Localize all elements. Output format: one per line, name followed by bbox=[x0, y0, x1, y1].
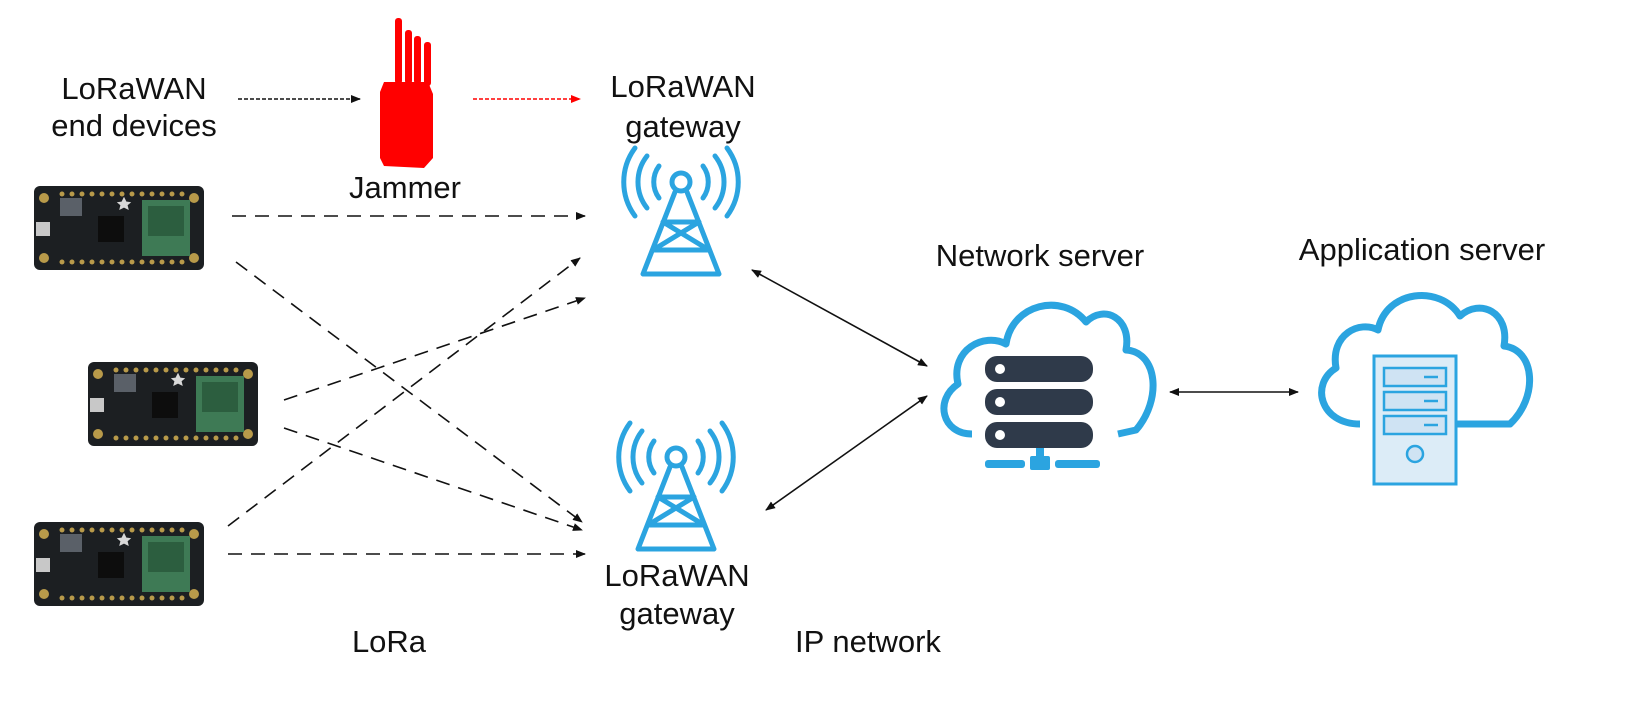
jammer-label: Jammer bbox=[349, 170, 461, 205]
cloud-app-server-icon bbox=[1318, 292, 1534, 486]
network-server-label: Network server bbox=[936, 238, 1144, 273]
ip-link-gateway-top-network-server bbox=[751, 269, 928, 367]
circuit-board-icon bbox=[34, 186, 204, 270]
lora-link-device2-gateway-top bbox=[283, 297, 586, 401]
radio-tower-icon bbox=[616, 420, 736, 552]
application-server-label: Application server bbox=[1299, 232, 1545, 267]
lora-links bbox=[227, 212, 586, 558]
gateway-bottom-label-line1: LoRaWAN bbox=[604, 558, 749, 593]
radio-tower-icon bbox=[621, 145, 741, 277]
circuit-board-icon bbox=[34, 522, 204, 606]
lora-label: LoRa bbox=[352, 624, 427, 659]
circuit-board-icon bbox=[88, 362, 258, 446]
lora-link-device2-gateway-bottom bbox=[283, 427, 583, 531]
ip-network-label: IP network bbox=[795, 624, 941, 659]
gateway-top-label-line2: gateway bbox=[625, 109, 741, 144]
end-devices-label-line1: LoRaWAN bbox=[61, 71, 206, 106]
jammer-icon bbox=[380, 18, 433, 168]
lora-link-device3-gateway-top bbox=[227, 257, 581, 527]
gateway-bottom-label-line2: gateway bbox=[619, 596, 735, 631]
lora-link-device1-gateway-bottom bbox=[235, 261, 583, 523]
gateway-top-label-line1: LoRaWAN bbox=[610, 69, 755, 104]
cloud-server-icon bbox=[940, 301, 1157, 470]
end-devices-label-line2: end devices bbox=[51, 108, 216, 143]
ip-link-gateway-bottom-network-server bbox=[765, 395, 928, 511]
